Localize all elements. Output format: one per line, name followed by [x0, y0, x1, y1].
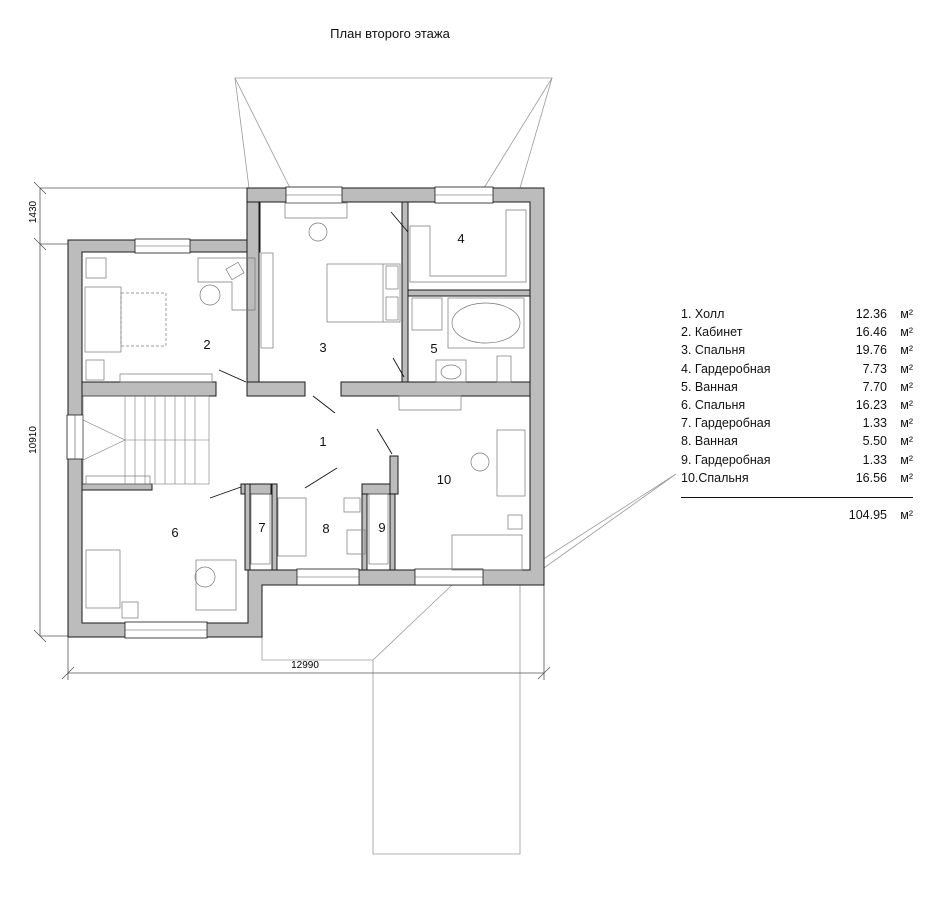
room-name: 1. Холл	[681, 307, 725, 322]
room-area: 16.46	[855, 325, 887, 340]
area-unit: м²	[900, 434, 913, 449]
furniture	[84, 202, 527, 619]
room-area-row: 7. Гардеробная 1.33 м²	[681, 414, 913, 432]
room-area-row: 2. Кабинет 16.46 м²	[681, 323, 913, 341]
room-area: 16.56	[855, 470, 887, 485]
window-glazing	[74, 194, 493, 631]
area-unit: м²	[900, 470, 913, 485]
total-area: 104.95	[848, 507, 887, 522]
room-name: 6. Спальня	[681, 398, 746, 413]
interior-walls	[81, 201, 531, 571]
area-unit: м²	[900, 379, 913, 394]
plan-title: План второго этажа	[330, 26, 450, 41]
area-unit: м²	[900, 507, 913, 522]
room-area-row: 5. Ванная 7.70 м²	[681, 378, 913, 396]
room-label-5: 5	[430, 341, 437, 356]
room-area-row: 1. Холл 12.36 м²	[681, 305, 913, 323]
room-area-row: 4. Гардеробная 7.73 м²	[681, 360, 913, 378]
room-area: 5.50	[862, 434, 887, 449]
dimension-width: 12990	[291, 660, 319, 671]
total-area-row: 104.95 м²	[681, 496, 913, 522]
dimension-lines	[33, 181, 551, 680]
room-label-1: 1	[319, 434, 326, 449]
room-name: 2. Кабинет	[681, 325, 743, 340]
area-unit: м²	[900, 452, 913, 467]
room-label-8: 8	[322, 521, 329, 536]
room-area: 12.36	[855, 307, 887, 322]
room-name: 5. Ванная	[681, 379, 738, 394]
room-label-3: 3	[319, 340, 326, 355]
room-name: 7. Гардеробная	[681, 416, 771, 431]
door-swings	[209, 211, 409, 499]
room-area: 7.73	[862, 361, 887, 376]
dimension-height: 10910	[28, 426, 39, 454]
room-label-10: 10	[437, 472, 451, 487]
room-area: 16.23	[855, 398, 887, 413]
room-area-row: 3. Спальня 19.76 м²	[681, 341, 913, 359]
room-label-9: 9	[378, 520, 385, 535]
room-label-4: 4	[457, 231, 464, 246]
room-area-row: 9. Гардеробная 1.33 м²	[681, 451, 913, 469]
room-area: 7.70	[862, 379, 887, 394]
room-area-row: 8. Ванная 5.50 м²	[681, 432, 913, 450]
room-label-7: 7	[258, 520, 265, 535]
room-name: 4. Гардеробная	[681, 361, 771, 376]
room-area-row: 6. Спальня 16.23 м²	[681, 396, 913, 414]
room-name: 10.Спальня	[681, 470, 749, 485]
room-name: 3. Спальня	[681, 343, 746, 358]
room-name: 8. Ванная	[681, 434, 738, 449]
room-area: 19.76	[855, 343, 887, 358]
dimension-offset: 1430	[28, 200, 39, 223]
room-area: 1.33	[862, 416, 887, 431]
room-label-2: 2	[203, 337, 210, 352]
staircase	[82, 395, 210, 485]
area-unit: м²	[900, 325, 913, 340]
room-area-row: 10.Спальня 16.56 м²	[681, 469, 913, 487]
area-unit: м²	[900, 398, 913, 413]
area-unit: м²	[900, 343, 913, 358]
area-unit: м²	[900, 361, 913, 376]
area-unit: м²	[900, 307, 913, 322]
room-name: 9. Гардеробная	[681, 452, 771, 467]
room-labels: 1 2 3 4 5 6 7 8 9 10	[171, 231, 464, 540]
room-area: 1.33	[862, 452, 887, 467]
area-unit: м²	[900, 416, 913, 431]
roof-outline	[234, 77, 677, 855]
room-label-6: 6	[171, 525, 178, 540]
